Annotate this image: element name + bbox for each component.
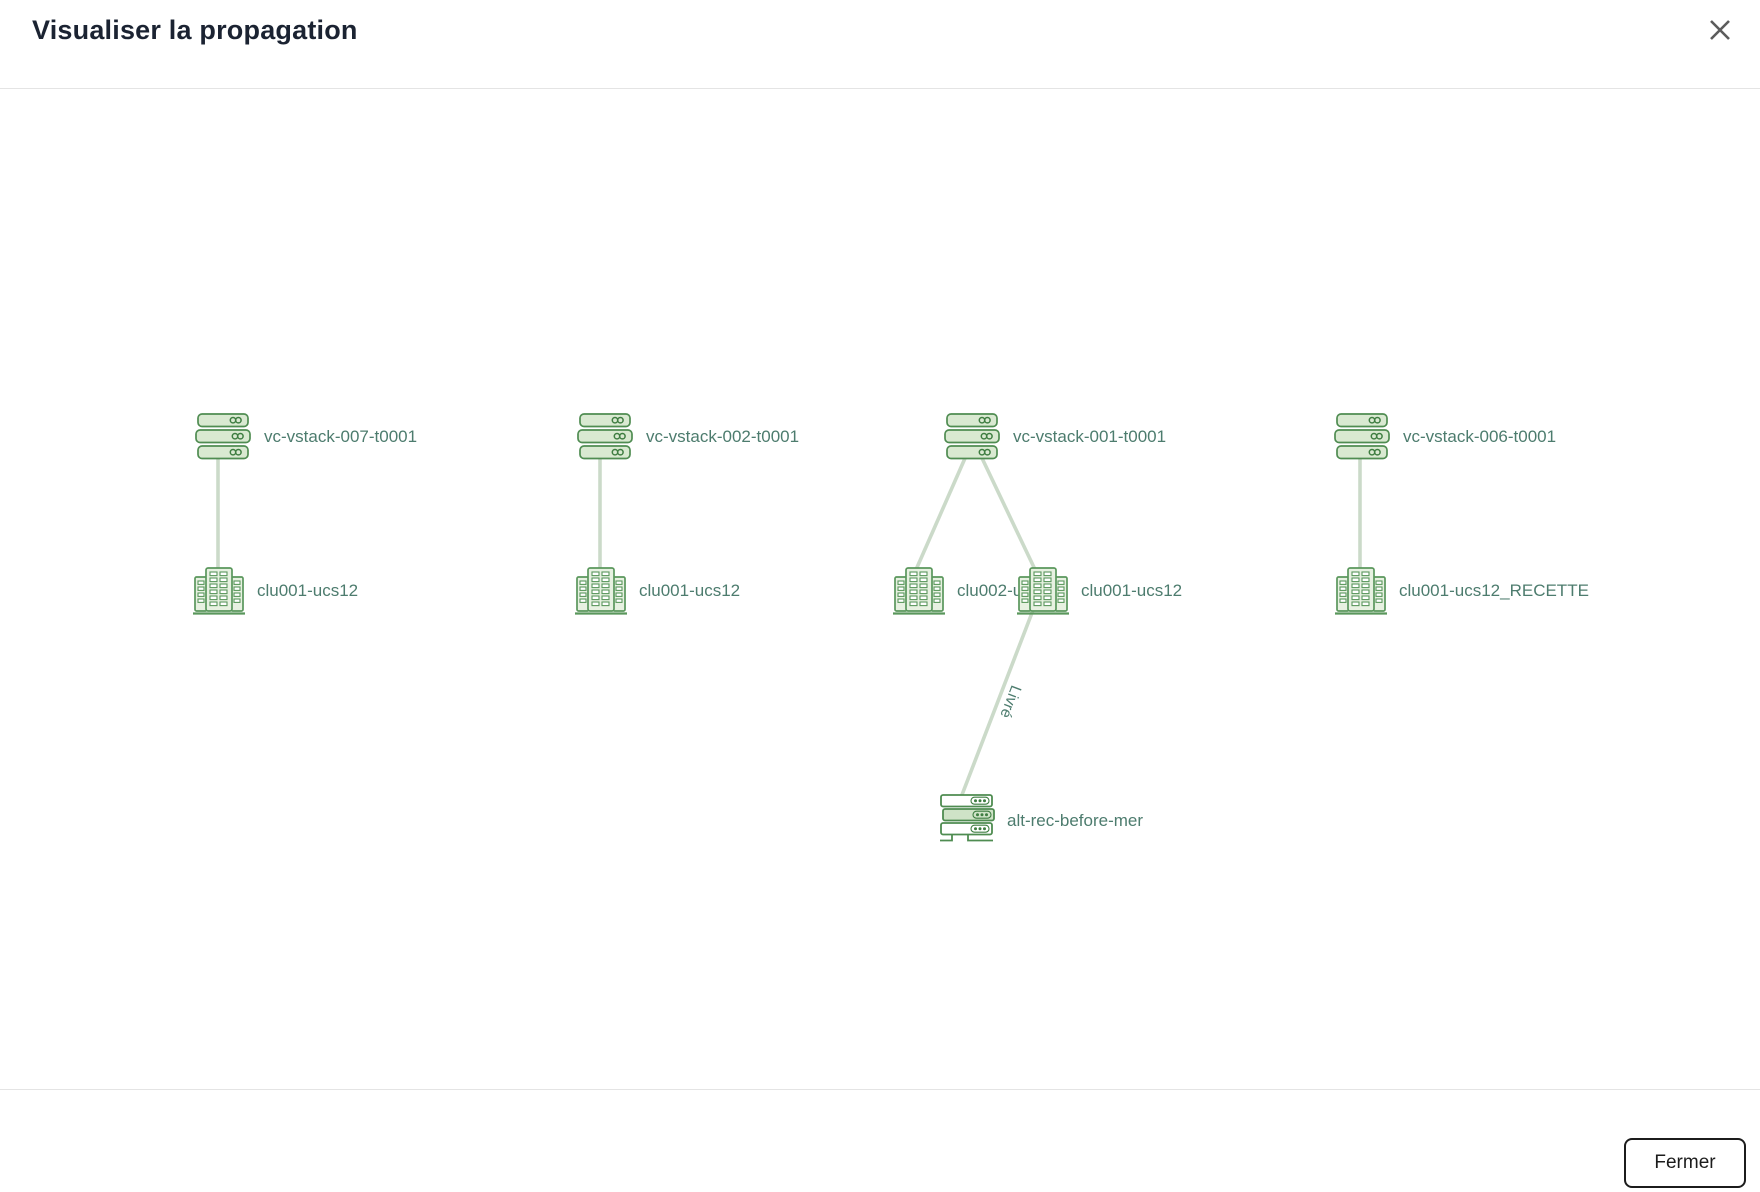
vstack-icon: [577, 413, 635, 460]
modal-title: Visualiser la propagation: [32, 15, 358, 45]
node-label: clu001-ucs12: [1081, 581, 1183, 600]
footer-divider: [0, 1089, 1760, 1090]
fermer-button[interactable]: Fermer: [1624, 1138, 1746, 1188]
server-icon: [938, 794, 996, 848]
graph-edge: [958, 591, 1042, 801]
node-label: vc-vstack-007-t0001: [264, 426, 418, 446]
graph-node-vs007[interactable]: vc-vstack-007-t0001: [195, 413, 417, 460]
cluster-icon: [1016, 566, 1070, 616]
modal-header: Visualiser la propagation: [0, 0, 1760, 88]
cluster-icon: [574, 566, 628, 616]
vstack-icon: [944, 413, 1002, 460]
graph-node-alt[interactable]: alt-rec-before-mer: [938, 794, 1143, 848]
cluster-icon: [892, 566, 946, 616]
graph-node-clu3a[interactable]: clu002-ucs12: [892, 566, 1058, 616]
node-label: clu001-ucs12: [257, 581, 359, 600]
node-label: vc-vstack-006-t0001: [1403, 426, 1557, 446]
graph-node-vs006[interactable]: vc-vstack-006-t0001: [1334, 413, 1556, 460]
edge-label: Livré: [996, 683, 1024, 720]
graph-node-clu2[interactable]: clu001-ucs12: [574, 566, 740, 616]
cluster-icon: [192, 566, 246, 616]
close-button[interactable]: [1702, 13, 1738, 49]
graph-node-clu4[interactable]: clu001-ucs12_RECETTE: [1334, 566, 1589, 616]
node-label: clu001-ucs12: [639, 581, 741, 600]
node-label: alt-rec-before-mer: [1007, 811, 1144, 830]
node-label: vc-vstack-002-t0001: [646, 426, 800, 446]
graph-node-clu1[interactable]: clu001-ucs12: [192, 566, 358, 616]
close-icon: [1705, 15, 1735, 48]
cluster-icon: [1334, 566, 1388, 616]
graph-node-vs001[interactable]: vc-vstack-001-t0001: [944, 413, 1166, 460]
graph-node-vs002[interactable]: vc-vstack-002-t0001: [577, 413, 799, 460]
modal-footer: Fermer: [0, 1090, 1760, 1192]
vstack-icon: [1334, 413, 1392, 460]
header-divider: [0, 88, 1760, 89]
node-label: clu001-ucs12_RECETTE: [1399, 581, 1589, 600]
vstack-icon: [195, 413, 253, 460]
graph-edge: [979, 455, 1042, 581]
graph-edge: [913, 455, 968, 573]
graph-node-clu3b[interactable]: clu001-ucs12: [1016, 566, 1182, 616]
node-label: vc-vstack-001-t0001: [1013, 426, 1167, 446]
